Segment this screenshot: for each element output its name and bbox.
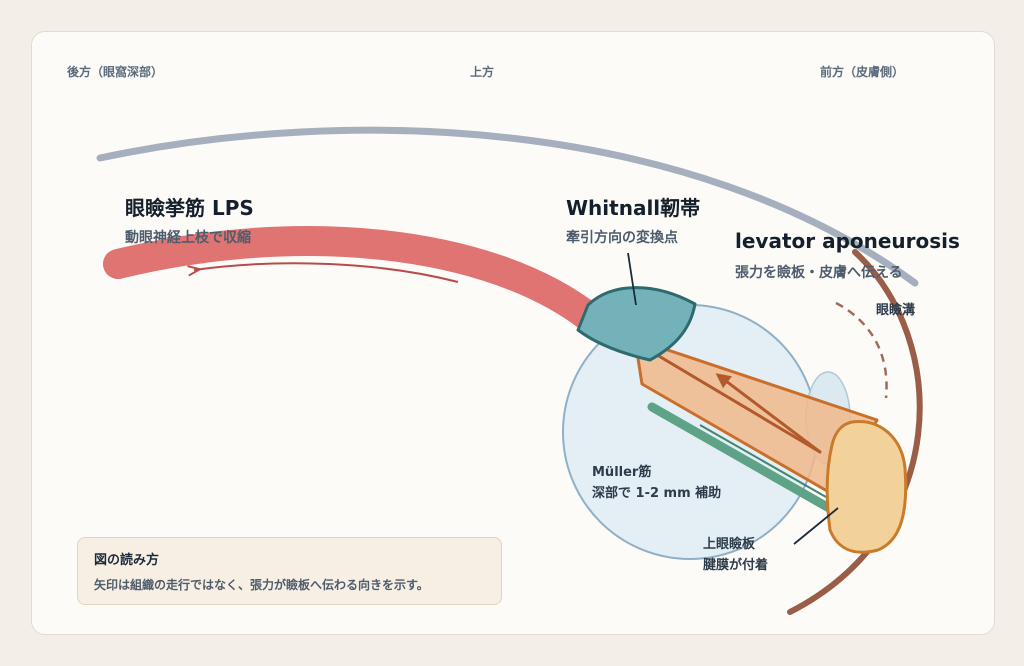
- whitnall-subtitle: 牽引方向の変換点: [566, 230, 678, 246]
- muller-label-2: 深部で 1-2 mm 補助: [592, 486, 722, 501]
- tarsus-label-2: 腱膜が付着: [703, 558, 769, 573]
- skin-surface: [787, 249, 923, 615]
- direction-superior: 上方: [470, 65, 495, 79]
- aponeurosis-title: levator aponeurosis: [735, 229, 960, 253]
- legend-title: 図の読み方: [94, 553, 160, 568]
- tarsus-pointer: [793, 507, 839, 545]
- legend-text: 矢印は組織の走行ではなく、張力が瞼板へ伝わる向きを示す。: [94, 578, 429, 592]
- tarsus-label-1: 上眼瞼板: [703, 537, 756, 552]
- direction-posterior: 後方（眼窩深部）: [67, 65, 164, 79]
- aponeurosis-subtitle: 張力を瞼板・皮膚へ伝える: [735, 265, 903, 281]
- aponeurosis-fiber: [635, 341, 822, 454]
- lps-title: 眼瞼挙筋 LPS: [125, 196, 254, 220]
- muller-muscle: [647, 402, 841, 517]
- whitnall-pointer: [627, 252, 637, 306]
- lps-tension-arrow: [194, 262, 459, 283]
- muller-label-1: Müller筋: [592, 465, 652, 480]
- legend-box: 図の読み方 矢印は組織の走行ではなく、張力が瞼板へ伝わる向きを示す。: [77, 537, 502, 605]
- eyelid-crease: [835, 301, 888, 399]
- lps-muscle: [103, 226, 605, 333]
- tarsus: [825, 420, 908, 554]
- whitnall-title: Whitnall靭帯: [566, 196, 701, 220]
- orbital-roof: [96, 126, 919, 287]
- aponeurosis-tension-arrow: [715, 373, 821, 454]
- lps-subtitle: 動眼神経上枝で収縮: [125, 230, 251, 246]
- crease-label: 眼瞼溝: [876, 303, 916, 318]
- whitnall-ligament: [576, 286, 697, 362]
- direction-anterior: 前方（皮膚側）: [820, 65, 905, 79]
- muller-arrow: [699, 424, 827, 498]
